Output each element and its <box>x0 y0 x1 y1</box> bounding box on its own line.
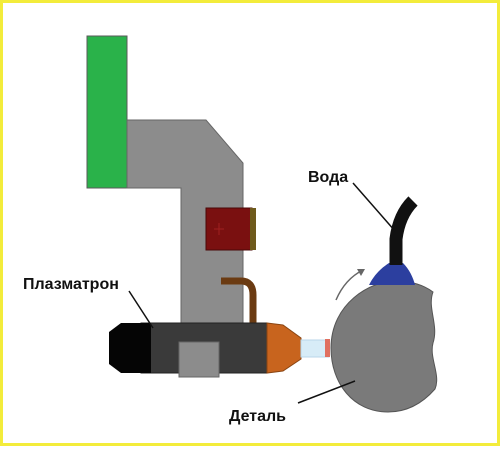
arc-contact <box>325 339 330 357</box>
control-box <box>205 207 253 251</box>
label-plasmatron: Плазматрон <box>23 276 119 293</box>
label-water: Вода <box>308 169 348 186</box>
water-fitting <box>369 263 415 285</box>
label-part: Деталь <box>229 408 286 425</box>
rotation-arrow-head <box>357 269 365 276</box>
leader-plasmatron <box>128 290 154 329</box>
workpiece <box>330 280 438 413</box>
plasma-processing-diagram: Вода Плазматрон Деталь <box>23 35 438 425</box>
plasmatron-nozzle <box>266 322 302 374</box>
leader-water <box>352 182 396 232</box>
water-hose <box>389 196 418 265</box>
green-handle <box>86 35 128 189</box>
leader-part <box>297 380 356 404</box>
coolant-tube <box>221 277 257 325</box>
control-box-side <box>250 208 256 250</box>
plasmatron-rear-cap <box>109 323 151 373</box>
plasmatron-clamp <box>178 341 220 378</box>
plasma-arc <box>300 339 330 358</box>
